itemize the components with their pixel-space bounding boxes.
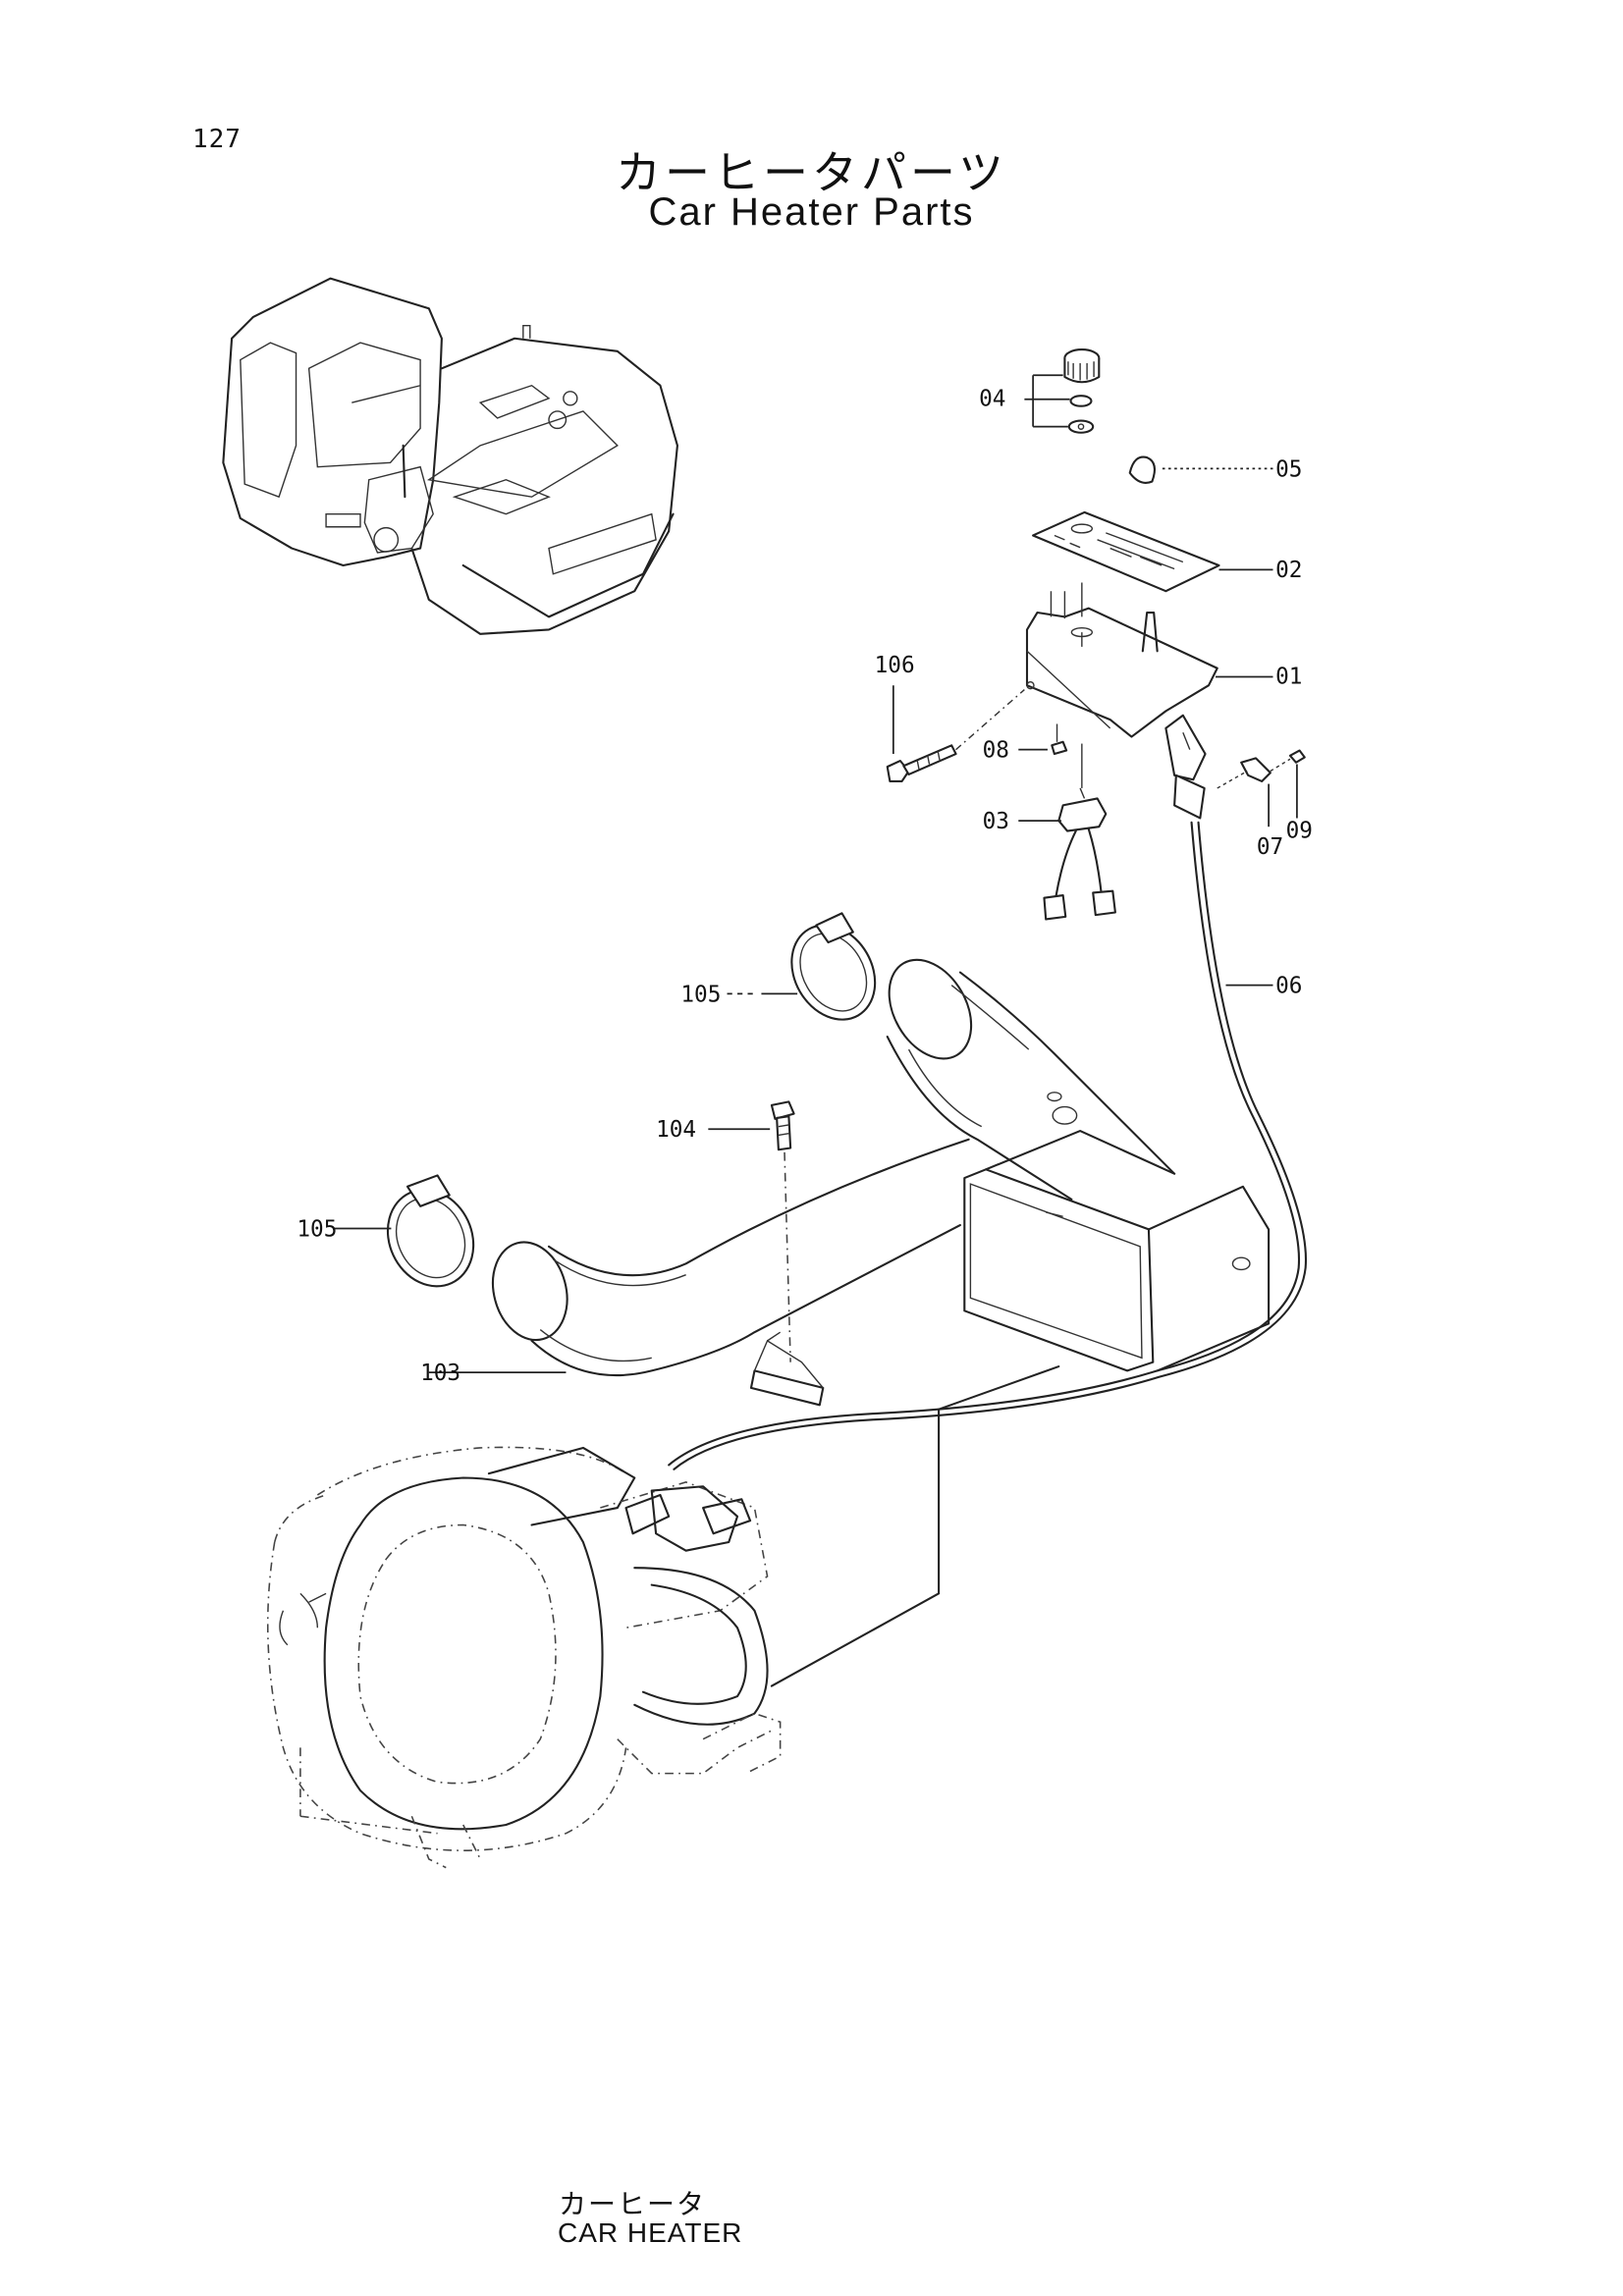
- callout-07: 07: [1257, 834, 1283, 860]
- excavator-overview-illustration: [222, 277, 678, 635]
- car-heater-unit-illustration: [266, 1446, 782, 1869]
- control-panel-assembly: [668, 348, 1308, 1470]
- callout-105-lower: 105: [297, 1216, 337, 1242]
- part-callouts: 04 05 02 01 106 08 07 09 03 06 105 104 1…: [297, 387, 1312, 1386]
- callout-08: 08: [983, 738, 1009, 764]
- callout-06: 06: [1275, 974, 1302, 999]
- callout-02: 02: [1275, 558, 1302, 583]
- car-heater-caption-english: CAR HEATER: [558, 2217, 743, 2248]
- callout-09: 09: [1286, 819, 1313, 844]
- page-title-japanese: カーヒータパーツ: [615, 146, 1008, 199]
- page-number: 127: [192, 125, 242, 154]
- car-heater-caption-japanese: カーヒータ: [559, 2188, 707, 2220]
- callout-05: 05: [1275, 456, 1302, 482]
- callout-105-upper: 105: [680, 982, 721, 1007]
- duct-and-clamps: [333, 912, 1271, 1687]
- callout-03: 03: [983, 809, 1009, 834]
- callout-104: 104: [656, 1117, 696, 1143]
- page-title-english: Car Heater Parts: [648, 190, 975, 234]
- callout-01: 01: [1275, 664, 1302, 689]
- callout-04: 04: [979, 387, 1005, 412]
- callout-103: 103: [420, 1361, 460, 1386]
- callout-106: 106: [875, 653, 915, 678]
